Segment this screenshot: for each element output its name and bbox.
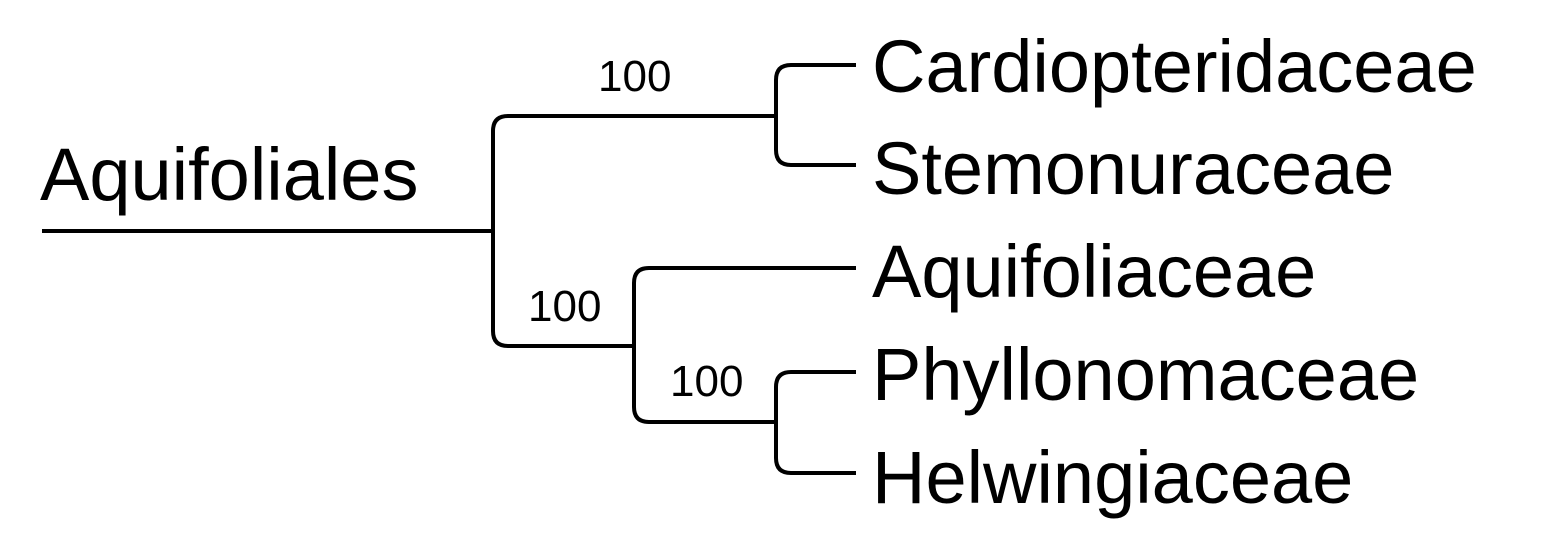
taxon-label-stemonuraceae: Stemonuraceae [872,127,1394,210]
order-label: Aquifoliales [40,133,418,216]
phyllonomaceae-helwingiaceae-split [774,370,792,475]
support-value-phyllonomaceae-helwingiaceae-clade: 100 [670,357,743,406]
aquifoliaceae-clade-split [632,266,650,424]
support-value-aquifoliaceae-clade: 100 [528,282,601,331]
root-split-connector [491,114,509,348]
taxon-label-helwingiaceae: Helwingiaceae [872,436,1353,519]
taxon-label-cardiopteridaceae: Cardiopteridaceae [872,25,1477,108]
taxon-label-aquifoliaceae: Aquifoliaceae [872,230,1316,313]
taxon-label-phyllonomaceae: Phyllonomaceae [872,333,1419,416]
support-value-upper-clade: 100 [598,52,671,101]
cardiopteridaceae-stemonuraceae-split [774,63,792,167]
